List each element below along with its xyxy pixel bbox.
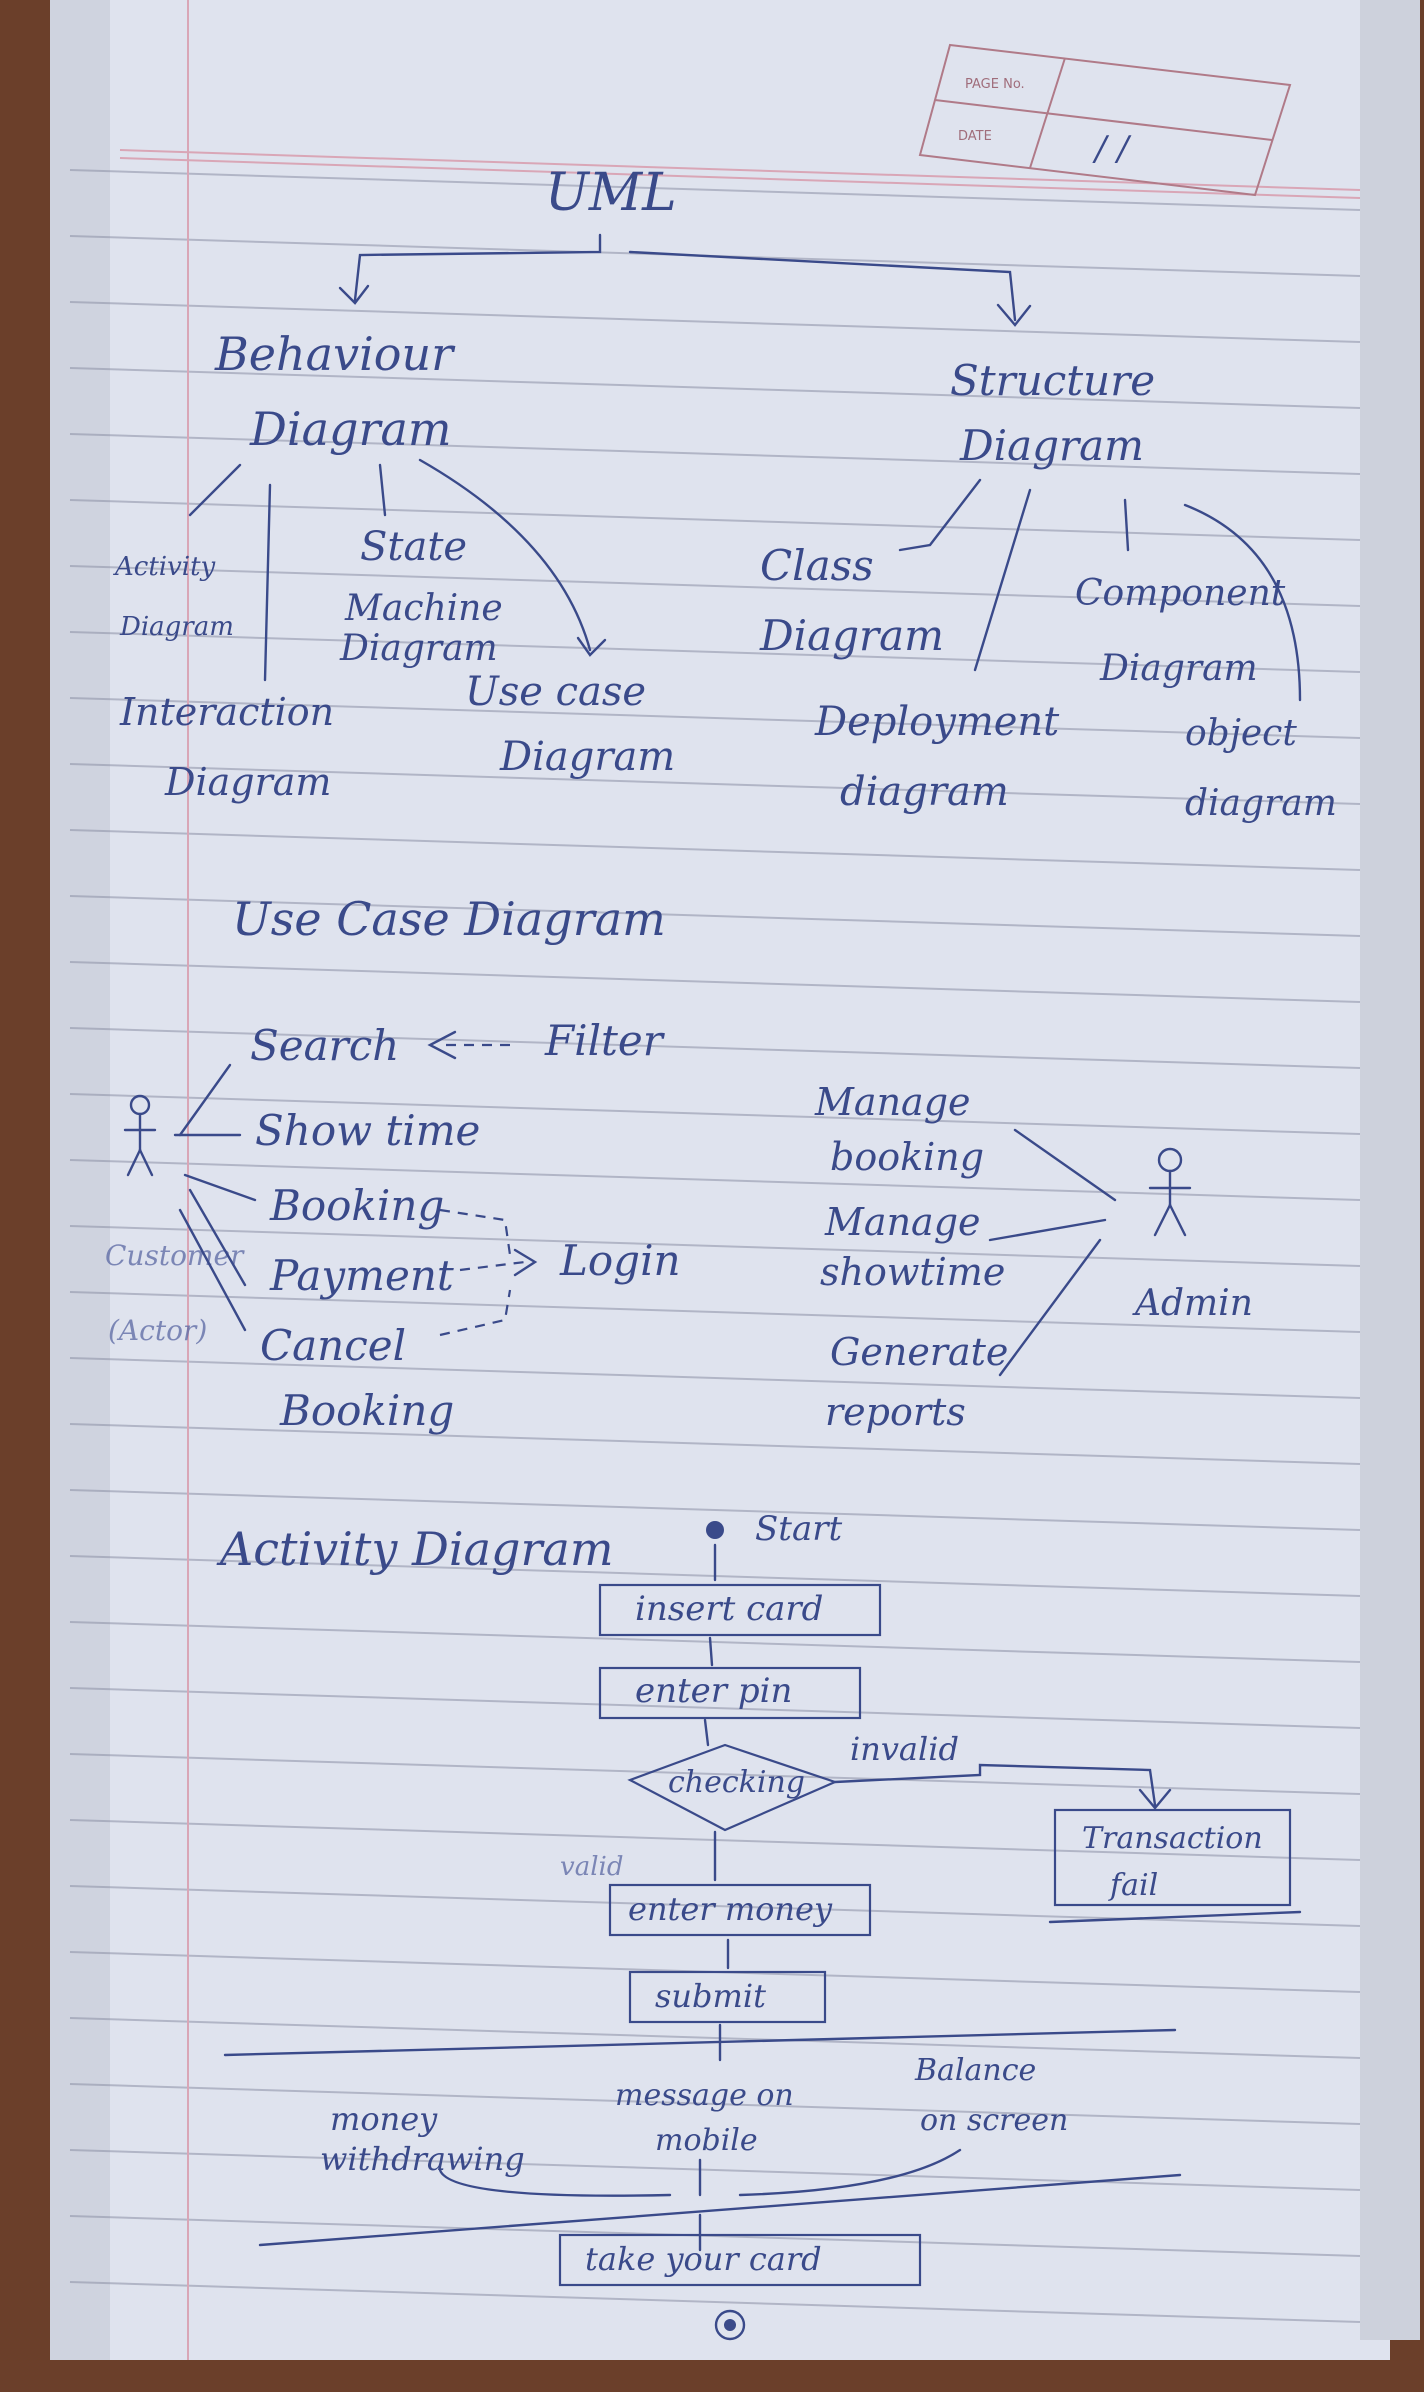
valid-label: valid xyxy=(560,1852,623,1882)
activity-diagram: Activity Diagram Start insert card enter… xyxy=(216,1509,1302,2341)
case-show-time: Show time xyxy=(255,1106,480,1155)
end-node-inner xyxy=(724,2319,736,2331)
start-node xyxy=(706,1521,724,1539)
case-cancel: Cancel xyxy=(260,1321,406,1370)
fail-label: Transaction xyxy=(1082,1821,1263,1856)
end-node-outer xyxy=(714,2309,746,2341)
interaction-node-2: Diagram xyxy=(164,760,331,804)
use-case-diagram: Use Case Diagram Customer (Actor) Search… xyxy=(105,892,1253,1435)
interaction-node: Interaction xyxy=(119,690,334,734)
admin-actor-label: Admin xyxy=(1132,1283,1253,1324)
structure-label-2: Diagram xyxy=(959,421,1144,470)
case-booking: Booking xyxy=(269,1181,444,1230)
case-manage-booking: Manage xyxy=(814,1080,971,1124)
parallel-balance-2: on screen xyxy=(920,2103,1068,2138)
structure-label: Structure xyxy=(950,356,1155,405)
uml-tree: UML Behaviour Diagram Structure Diagram … xyxy=(113,163,1337,824)
customer-actor-label: Customer xyxy=(105,1239,245,1272)
parallel-money: money xyxy=(330,2100,438,2138)
activity-diagram-node-2: Diagram xyxy=(119,612,234,642)
behaviour-label-2: Diagram xyxy=(249,402,452,456)
deployment-node: Deployment xyxy=(814,699,1060,745)
parallel-money-2: withdrawing xyxy=(320,2140,525,2178)
class-node: Class xyxy=(760,541,874,590)
step-take-card: take your card xyxy=(585,2240,822,2278)
customer-actor-figure xyxy=(123,1094,157,1177)
date-value: / / xyxy=(1092,129,1132,169)
parallel-message-2: mobile xyxy=(655,2123,758,2158)
step-enter-money: enter money xyxy=(628,1890,833,1928)
behaviour-label: Behaviour xyxy=(214,327,456,381)
object-node-2: diagram xyxy=(1185,783,1337,824)
state-machine-node-2: Machine xyxy=(344,588,503,629)
case-manage-showtime: Manage xyxy=(824,1200,981,1244)
case-login: Login xyxy=(559,1236,681,1285)
uml-root: UML xyxy=(545,163,677,223)
case-generate-reports: Generate xyxy=(830,1330,1008,1374)
invalid-label: invalid xyxy=(850,1730,959,1768)
ruled-lines xyxy=(69,169,1361,2323)
parallel-message: message on xyxy=(615,2078,794,2113)
case-filter: Filter xyxy=(544,1016,666,1065)
admin-actor-figure xyxy=(1148,1147,1192,1237)
case-cancel-booking: Booking xyxy=(279,1386,454,1435)
parallel-balance: Balance xyxy=(914,2053,1036,2088)
page-date-box: PAGE No. DATE / / xyxy=(918,43,1292,197)
use-case-node-2: Diagram xyxy=(499,734,675,780)
component-node-2: Diagram xyxy=(1099,648,1258,689)
decision-checking: checking xyxy=(668,1765,805,1800)
object-node: object xyxy=(1185,713,1297,754)
case-manage-booking-2: booking xyxy=(830,1135,984,1179)
use-case-node: Use case xyxy=(465,669,646,715)
start-label: Start xyxy=(755,1509,842,1549)
activity-heading: Activity Diagram xyxy=(216,1522,613,1576)
step-enter-pin: enter pin xyxy=(635,1671,792,1711)
step-insert-card: insert card xyxy=(635,1589,823,1629)
date-label: DATE xyxy=(958,129,992,144)
case-payment: Payment xyxy=(269,1251,454,1300)
customer-actor-label-2: (Actor) xyxy=(108,1314,207,1347)
state-machine-node-3: Diagram xyxy=(339,628,498,669)
case-search: Search xyxy=(250,1021,399,1070)
fail-label-2: fail xyxy=(1108,1868,1158,1903)
activity-diagram-node: Activity xyxy=(113,552,216,582)
class-node-2: Diagram xyxy=(759,611,944,660)
page-no-label: PAGE No. xyxy=(965,77,1025,92)
state-machine-node: State xyxy=(360,524,467,570)
deployment-node-2: diagram xyxy=(840,769,1009,815)
case-manage-showtime-2: showtime xyxy=(820,1250,1005,1294)
step-submit: submit xyxy=(655,1977,766,2015)
use-case-heading: Use Case Diagram xyxy=(232,892,666,946)
case-generate-reports-2: reports xyxy=(825,1390,966,1434)
component-node: Component xyxy=(1075,573,1286,614)
